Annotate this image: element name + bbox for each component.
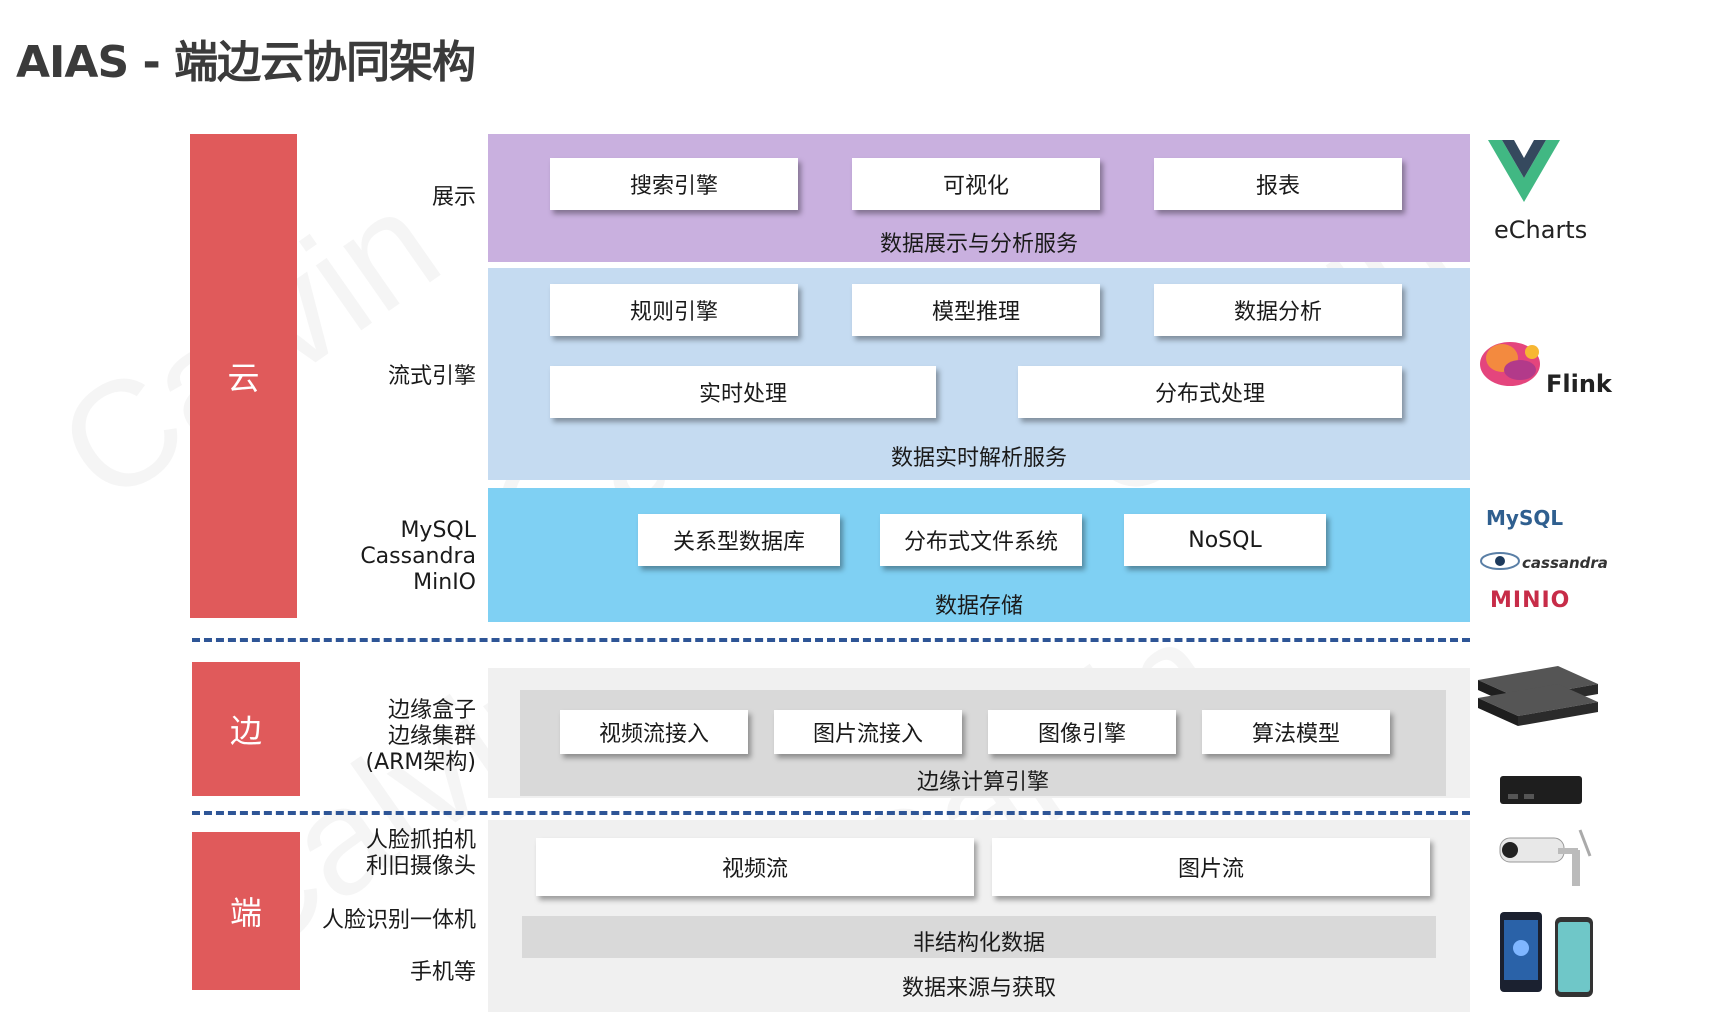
label-device-cam: 人脸抓拍机 利旧摄像头 — [365, 828, 476, 879]
unstructured-data-label: 非结构化数据 — [912, 931, 1045, 956]
page-title: AIAS - 端边云协同架构 — [16, 37, 476, 88]
phone-icon — [1554, 916, 1594, 1002]
video-stream-box: 视频流 — [536, 838, 974, 896]
search-engine-box: 搜索引擎 — [550, 158, 798, 210]
realtime-processing-box: 实时处理 — [550, 366, 936, 418]
edge-device-separator — [192, 811, 1470, 815]
relational-db-box: 关系型数据库 — [638, 514, 840, 566]
tier-cloud: 云 — [190, 134, 297, 618]
data-analysis-box: 数据分析 — [1154, 284, 1402, 336]
cloud-edge-separator — [192, 638, 1470, 642]
tier-edge: 边 — [192, 662, 300, 796]
display-caption: 数据展示与分析服务 — [879, 232, 1078, 257]
distributed-processing-box: 分布式处理 — [1018, 366, 1402, 418]
stream-layer: 规则引擎 模型推理 数据分析 实时处理 分布式处理 数据实时解析服务 — [488, 268, 1470, 480]
distributed-fs-box: 分布式文件系统 — [880, 514, 1082, 566]
device-caption: 数据来源与获取 — [901, 976, 1056, 1001]
mysql-logo-text: MySQL — [1486, 506, 1564, 530]
label-device-phone: 手机等 — [409, 960, 476, 985]
storage-caption: 数据存储 — [934, 594, 1023, 619]
edge-box-icon — [1498, 772, 1584, 812]
label-edge: 边缘盒子 边缘集群 (ARM架构) — [365, 698, 476, 775]
edge-server-icon — [1478, 666, 1598, 730]
cassandra-logo-text: cassandra — [1522, 554, 1608, 572]
report-box: 报表 — [1154, 158, 1402, 210]
label-storage: MySQL Cassandra MinIO — [360, 518, 476, 595]
vue-logo-icon — [1488, 140, 1560, 206]
edge-caption: 边缘计算引擎 — [916, 770, 1049, 795]
storage-layer: 关系型数据库 分布式文件系统 NoSQL 数据存储 — [488, 488, 1470, 622]
image-engine-box: 图像引擎 — [988, 710, 1176, 754]
unstructured-data-bar: 非结构化数据 — [522, 916, 1436, 958]
display-layer: 搜索引擎 可视化 报表 数据展示与分析服务 — [488, 134, 1470, 262]
minio-logo-text: MINIO — [1490, 588, 1571, 613]
image-ingest-box: 图片流接入 — [774, 710, 962, 754]
face-terminal-icon — [1494, 910, 1554, 1004]
image-stream-box: 图片流 — [992, 838, 1430, 896]
tier-device: 端 — [192, 832, 300, 990]
label-stream: 流式引擎 — [387, 364, 476, 389]
device-layer: 视频流 图片流 非结构化数据 数据来源与获取 — [488, 820, 1470, 1012]
label-device-face: 人脸识别一体机 — [321, 908, 476, 933]
algorithm-model-box: 算法模型 — [1202, 710, 1390, 754]
flink-logo-icon — [1476, 330, 1548, 396]
nosql-box: NoSQL — [1124, 514, 1326, 566]
cassandra-eye-icon — [1480, 552, 1520, 574]
edge-inner: 视频流接入 图片流接入 图像引擎 算法模型 边缘计算引擎 — [520, 690, 1446, 796]
edge-layer: 视频流接入 图片流接入 图像引擎 算法模型 边缘计算引擎 — [488, 668, 1470, 798]
visualization-box: 可视化 — [852, 158, 1100, 210]
flink-logo-text: Flink — [1546, 370, 1612, 398]
stream-caption: 数据实时解析服务 — [890, 446, 1067, 471]
camera-icon — [1498, 826, 1594, 892]
video-ingest-box: 视频流接入 — [560, 710, 748, 754]
model-inference-box: 模型推理 — [852, 284, 1100, 336]
rule-engine-box: 规则引擎 — [550, 284, 798, 336]
echarts-logo-text: eCharts — [1494, 216, 1588, 244]
label-display: 展示 — [431, 185, 476, 210]
